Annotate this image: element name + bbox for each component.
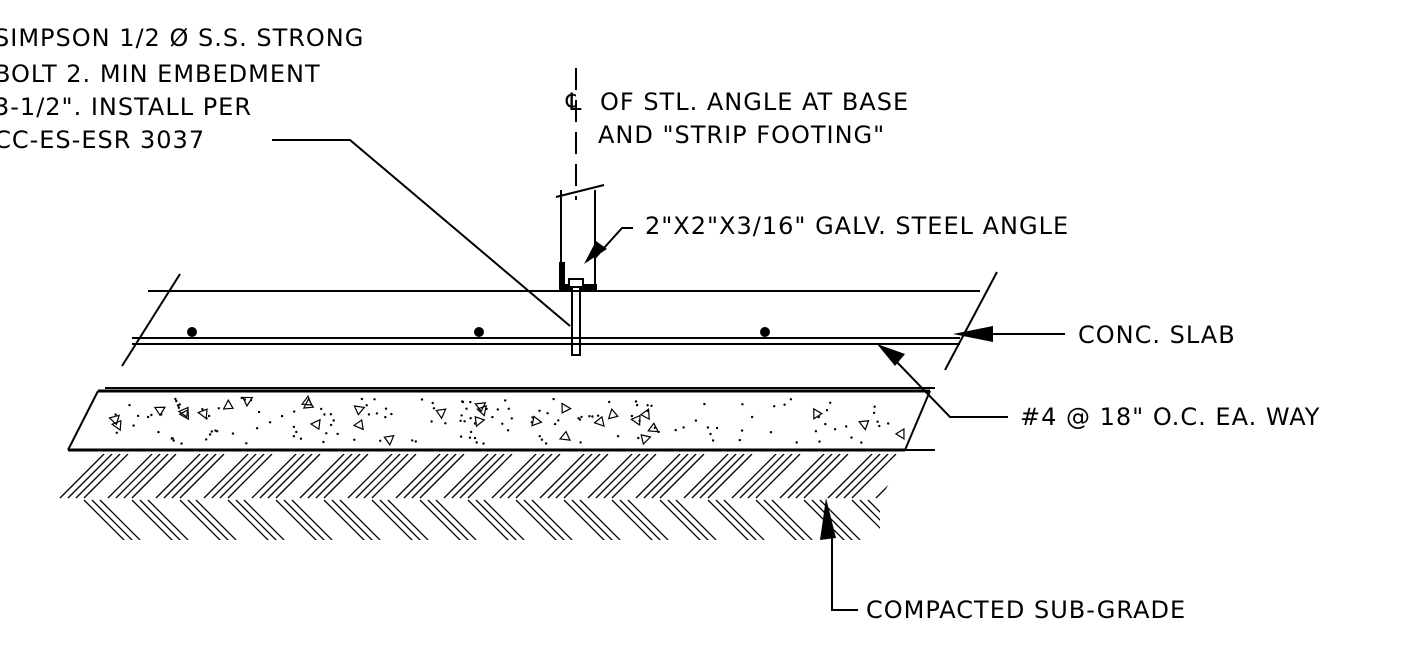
rebar-label: #4 @ 18" O.C. EA. WAY — [1020, 403, 1320, 431]
subgrade-label: COMPACTED SUB-GRADE — [866, 596, 1186, 624]
gravel-stipple — [108, 394, 905, 447]
steel-angle-leader — [594, 227, 633, 259]
anchor-bolt-note-line2: BOLT 2. MIN EMBEDMENT — [0, 60, 321, 88]
rebar-arrowhead — [877, 344, 905, 366]
centerline-note-line2: AND "STRIP FOOTING" — [598, 121, 885, 149]
slab-arrowhead — [953, 326, 993, 342]
anchor-bolt — [571, 286, 581, 356]
rebar-leader — [892, 357, 1008, 418]
centerline-note-line1: OF STL. ANGLE AT BASE — [600, 88, 909, 116]
compacted-subgrade: COMPACTED SUB-GRADE — [59, 454, 1186, 624]
anchor-bolt-note-line1: SIMPSON 1/2 Ø S.S. STRONG — [0, 24, 364, 52]
anchor-bolt-note-line4: ICC-ES-ESR 3037 — [0, 126, 205, 154]
steel-angle-post: 2"X2"X3/16" GALV. STEEL ANGLE — [555, 184, 1069, 356]
anchor-bolt-callout: SIMPSON 1/2 Ø S.S. STRONG BOLT 2. MIN EM… — [0, 24, 571, 327]
centerline-symbol: ℄ — [565, 88, 582, 116]
anchor-bolt-note-line3: 3-1/2". INSTALL PER — [0, 93, 252, 121]
rebar-dot — [760, 327, 770, 337]
steel-angle-arrowhead — [584, 241, 607, 264]
rebar-callout: #4 @ 18" O.C. EA. WAY — [877, 344, 1320, 431]
concrete-slab: CONC. SLAB — [105, 271, 1236, 389]
anchor-bolt-leader — [272, 139, 571, 327]
centerline-callout: ℄ OF STL. ANGLE AT BASE AND "STRIP FOOTI… — [565, 68, 909, 200]
rebar-dot — [474, 327, 484, 337]
gravel-base-layer — [67, 389, 935, 452]
steel-angle-label: 2"X2"X3/16" GALV. STEEL ANGLE — [645, 212, 1069, 240]
rebar-dot — [187, 327, 197, 337]
soil-hatch — [59, 454, 905, 540]
slab-label: CONC. SLAB — [1078, 321, 1236, 349]
subgrade-leader — [831, 538, 858, 611]
subgrade-arrowhead — [820, 498, 836, 540]
